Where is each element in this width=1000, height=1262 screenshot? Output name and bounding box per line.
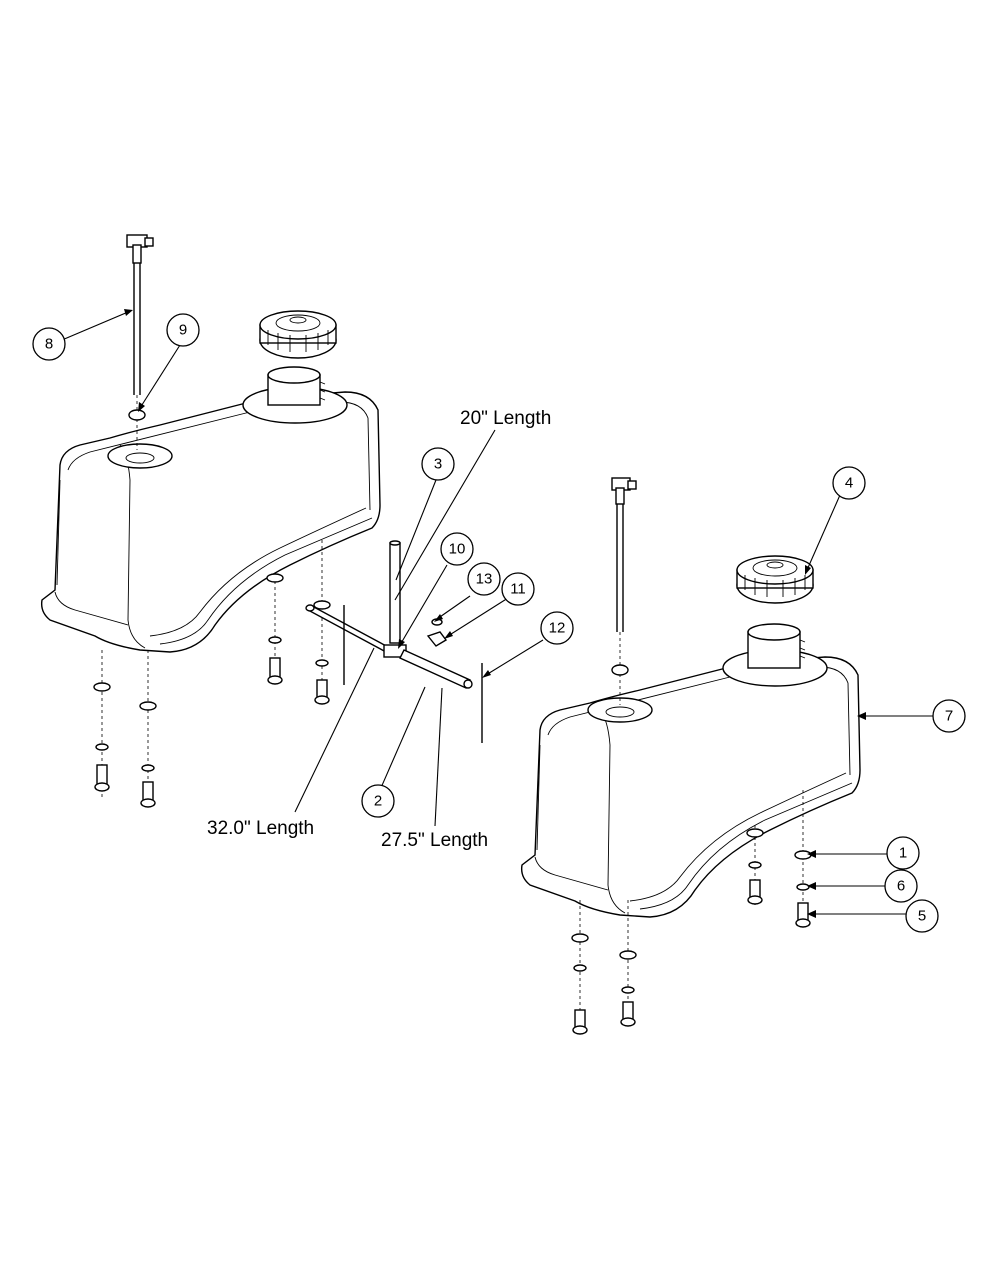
callout-4: 4 xyxy=(832,466,866,500)
callout-7: 7 xyxy=(932,699,966,733)
callout-10: 10 xyxy=(440,532,474,566)
left-gas-cap xyxy=(259,310,337,359)
svg-text:4: 4 xyxy=(845,475,853,492)
right-grommet xyxy=(611,664,629,676)
callout-1: 1 xyxy=(886,836,920,870)
callout-12: 12 xyxy=(540,611,574,645)
svg-text:10: 10 xyxy=(449,541,466,558)
right-fuel-tank xyxy=(520,477,861,1035)
fuel-line-assembly xyxy=(305,540,483,743)
svg-text:6: 6 xyxy=(897,878,905,895)
callout-13: 13 xyxy=(467,562,501,596)
callout-6: 6 xyxy=(884,869,918,903)
callout-3: 3 xyxy=(421,447,455,481)
leader-lines xyxy=(61,309,935,918)
callout-11: 11 xyxy=(501,572,535,606)
hose-27-5-length-label: 27.5" Length xyxy=(381,830,488,851)
svg-text:1: 1 xyxy=(899,845,907,862)
right-tank-mount-hardware xyxy=(571,790,812,1035)
svg-text:5: 5 xyxy=(918,908,926,925)
callout-9: 9 xyxy=(166,313,200,347)
svg-text:12: 12 xyxy=(549,620,566,637)
svg-text:11: 11 xyxy=(510,581,526,598)
svg-text:9: 9 xyxy=(179,322,187,339)
callout-8: 8 xyxy=(32,327,66,361)
hose-20-length-label: 20" Length xyxy=(460,408,551,429)
left-grommet xyxy=(128,409,146,421)
svg-text:13: 13 xyxy=(476,571,493,588)
svg-text:7: 7 xyxy=(945,708,953,725)
left-fuel-pickup-valve xyxy=(126,234,154,450)
svg-text:8: 8 xyxy=(45,336,53,353)
callout-5: 5 xyxy=(905,899,939,933)
svg-text:2: 2 xyxy=(374,793,382,810)
hose-clamp xyxy=(426,631,448,647)
left-fuel-tank xyxy=(40,234,381,808)
callout-2: 2 xyxy=(361,784,395,818)
hose-32-length-label: 32.0" Length xyxy=(207,818,314,839)
svg-text:3: 3 xyxy=(434,456,442,473)
right-gas-cap xyxy=(736,555,814,604)
left-tank-mount-hardware xyxy=(93,540,331,808)
